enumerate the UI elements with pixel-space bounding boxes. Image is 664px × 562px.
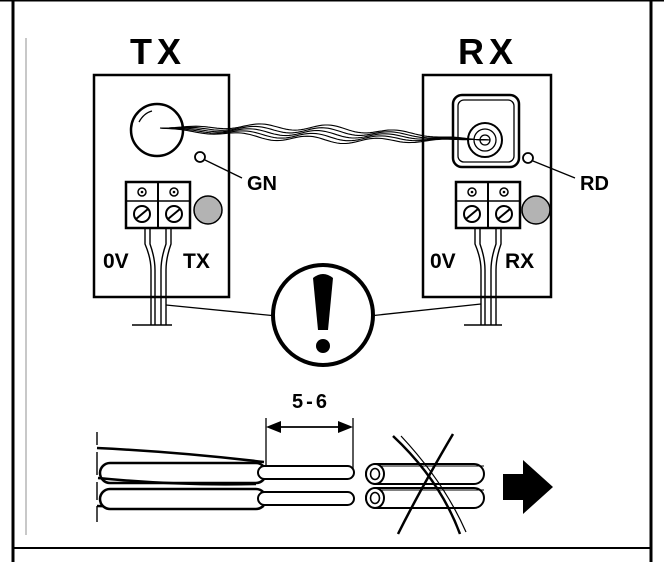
- transmitter-led-label: GN: [247, 173, 277, 195]
- transmitter-unit: TX GN 0V TX: [92, 31, 277, 325]
- strip-detail: 5-6: [96, 391, 553, 535]
- wavy-cable-strand: [160, 123, 491, 141]
- receiver-terminal-block: [454, 180, 522, 230]
- wavy-cable-strand: [159, 127, 491, 142]
- receiver-grey-dot: [521, 195, 551, 225]
- transmitter-lens: [129, 102, 185, 158]
- transmitter-title: TX: [130, 31, 186, 72]
- insulated-wires: [97, 461, 268, 511]
- receiver-led: [522, 152, 534, 164]
- cross-mark-icon: [392, 433, 467, 535]
- transmitter-terminal-block: [124, 180, 192, 230]
- receiver-sensor: [451, 93, 521, 169]
- transmitter-grey-dot: [193, 195, 223, 225]
- warning-icon: !: [271, 263, 375, 367]
- warning-leader-lines: [165, 303, 482, 317]
- wavy-cable-strand: [159, 125, 491, 141]
- transmitter-terminal-left-label: 0V: [103, 250, 129, 273]
- receiver-title: RX: [458, 31, 518, 72]
- stripped-conductors: [257, 465, 355, 506]
- wavy-cable-strand: [159, 127, 491, 141]
- transmitter-terminal-right-label: TX: [183, 250, 210, 273]
- strip-dimension-label: 5-6: [292, 391, 330, 413]
- dimension-arrow: [265, 418, 354, 470]
- receiver-unit: RX RD: [421, 31, 609, 325]
- receiver-terminal-right-label: RX: [505, 250, 534, 273]
- transmitter-wires: [144, 228, 172, 325]
- wrong-example: [365, 463, 485, 509]
- receiver-wires: [474, 228, 502, 325]
- wavy-cable-strand: [159, 127, 491, 145]
- arrow-right-icon: [503, 460, 553, 514]
- transmitter-led: [194, 151, 206, 163]
- wavy-cable-bundle: [159, 123, 491, 145]
- receiver-terminal-left-label: 0V: [430, 250, 456, 273]
- receiver-led-label: RD: [580, 173, 609, 195]
